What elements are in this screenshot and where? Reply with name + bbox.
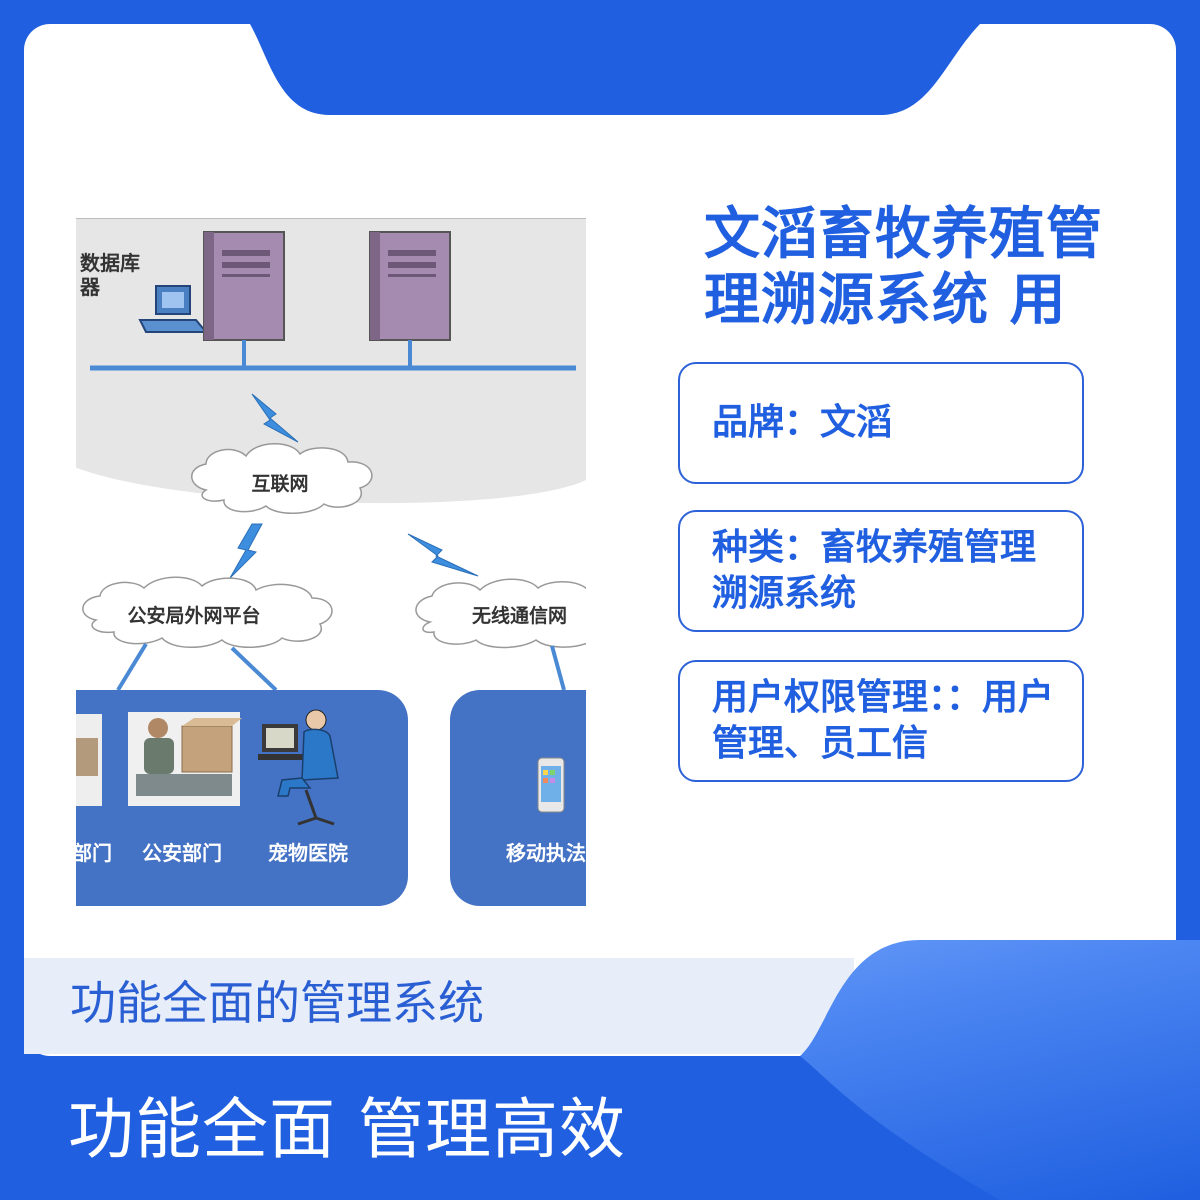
police-officer-photo — [128, 712, 242, 806]
wireless-label: 无线通信网 — [472, 604, 567, 627]
police-platform-label: 公安局外网平台 — [127, 604, 260, 627]
category-text: 种类：畜牧养殖管理溯源系统 — [712, 527, 1037, 614]
feature-text: 功能全面的管理系统 — [70, 976, 484, 1030]
product-title: 文滔畜牧养殖管理溯源系统 用 — [704, 202, 1103, 333]
wireless-cloud-icon — [415, 578, 586, 649]
smartphone-icon — [537, 757, 565, 813]
top-notch — [250, 24, 980, 115]
police-dept-label: 公安部门 — [142, 841, 222, 865]
mobile-label: 移动执法 — [506, 841, 586, 865]
lightning-icon — [229, 523, 263, 579]
computer-icon — [138, 285, 209, 333]
server-icon — [369, 231, 451, 341]
server-label-line2: 器 — [79, 275, 101, 299]
pet-hospital-label: 宠物医院 — [268, 841, 348, 865]
computer-operator-icon — [258, 709, 339, 826]
feature-strip — [24, 958, 854, 1054]
permission-box: 用户权限管理：：用户管理、员工信 — [678, 660, 1084, 782]
mobile-panel — [450, 690, 586, 906]
network-diagram: 数据库 器 — [76, 218, 586, 908]
lightning-icon — [407, 533, 479, 577]
server-icon — [203, 231, 285, 341]
brand-box: 品牌：文滔 — [678, 362, 1084, 484]
police-platform-cloud-icon — [82, 576, 333, 648]
partial-photo — [76, 714, 102, 806]
dept-partial-label: 部门 — [76, 841, 112, 865]
lightning-icon — [251, 393, 299, 443]
server-label-line1: 数据库 — [80, 251, 140, 275]
internet-cloud-icon — [191, 443, 373, 514]
category-box: 种类：畜牧养殖管理溯源系统 — [678, 510, 1084, 632]
permission-text: 用户权限管理：：用户管理、员工信 — [712, 677, 1055, 764]
network-diagram-svg: 数据库 器 — [76, 218, 586, 906]
slogan: 功能全面 管理高效 — [68, 1091, 626, 1168]
brand-text: 品牌：文滔 — [712, 402, 893, 443]
internet-label: 互联网 — [251, 473, 308, 495]
